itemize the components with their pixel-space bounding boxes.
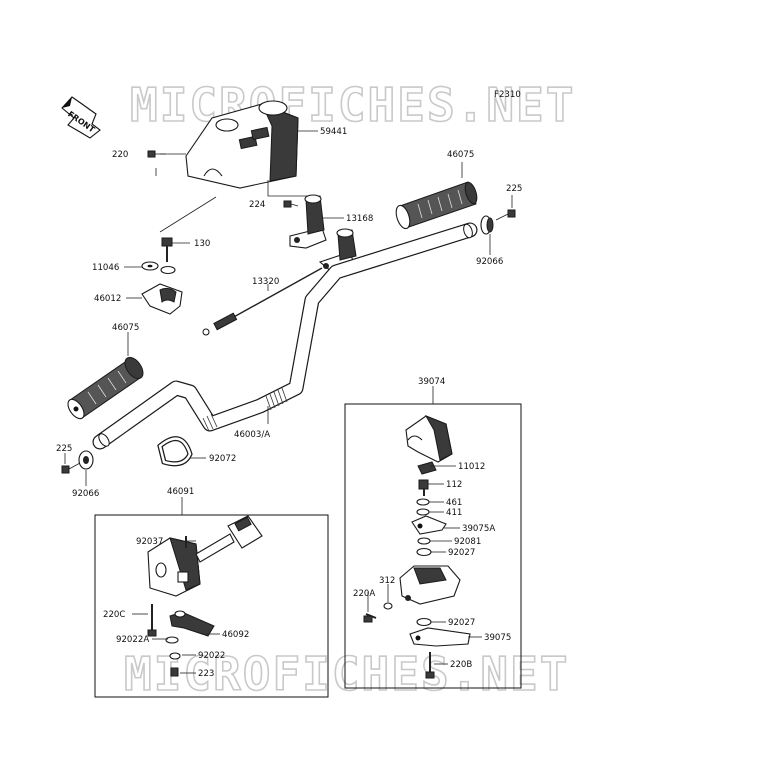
label-220a: 220A	[353, 589, 375, 599]
handlebar-cover	[185, 100, 299, 189]
end-cap-left	[78, 450, 94, 470]
label-13320: 13320	[252, 277, 279, 287]
label-46012: 46012	[94, 294, 121, 304]
label-92037: 92037	[136, 537, 163, 547]
bolt-130	[161, 237, 173, 262]
washer-11046	[141, 261, 176, 275]
label-411: 411	[446, 508, 462, 518]
label-92027-lower: 92027	[448, 618, 475, 628]
label-13168: 13168	[346, 214, 373, 224]
screw-224	[283, 200, 299, 208]
label-92066-right: 92066	[476, 257, 503, 267]
label-39074: 39074	[418, 377, 445, 387]
label-130: 130	[194, 239, 210, 249]
label-312: 312	[379, 576, 395, 586]
label-112: 112	[446, 480, 462, 490]
label-224: 224	[249, 200, 265, 210]
watermark-top: MICROFICHES.NET	[130, 78, 575, 132]
end-cap-right	[480, 215, 494, 235]
switch-box-right	[344, 386, 522, 689]
label-92022a: 92022A	[116, 635, 149, 645]
label-46092: 46092	[222, 630, 249, 640]
label-220c: 220C	[103, 610, 125, 620]
label-46091: 46091	[167, 487, 194, 497]
label-92081: 92081	[454, 537, 481, 547]
label-46075-left: 46075	[112, 323, 139, 333]
screw-225-left	[61, 462, 81, 474]
front-arrow-icon: FRONT	[61, 96, 101, 139]
screw-225-right	[495, 209, 516, 221]
label-461: 461	[446, 498, 462, 508]
label-220: 220	[112, 150, 128, 160]
label-39075: 39075	[484, 633, 511, 643]
grip-right	[395, 181, 478, 230]
label-39075a: 39075A	[462, 524, 495, 534]
label-225-right: 225	[506, 184, 522, 194]
handlebar	[92, 222, 478, 450]
label-59441: 59441	[320, 127, 347, 137]
label-92066-left: 92066	[72, 489, 99, 499]
label-223: 223	[198, 669, 214, 679]
grip-left	[67, 356, 144, 420]
label-92027-upper: 92027	[448, 548, 475, 558]
figure-code: F2310	[494, 90, 521, 100]
label-11046: 11046	[92, 263, 119, 273]
part-labels: 59441 220 224 13168 46075 225 11046 130 …	[56, 127, 522, 679]
throttle-housing	[289, 194, 327, 249]
clip-92072	[157, 436, 193, 467]
throttle-cable	[202, 267, 323, 336]
switch-box-left	[94, 497, 329, 698]
label-225-left: 225	[56, 444, 72, 454]
label-92022: 92022	[198, 651, 225, 661]
label-46003a: 46003/A	[234, 430, 270, 440]
clamp-46012	[141, 283, 183, 315]
label-92072: 92072	[209, 454, 236, 464]
screw-220	[147, 150, 166, 158]
label-11012: 11012	[458, 462, 485, 472]
watermark-bottom: MICROFICHES.NET	[124, 647, 569, 701]
label-46075-right: 46075	[447, 150, 474, 160]
label-220b: 220B	[450, 660, 472, 670]
